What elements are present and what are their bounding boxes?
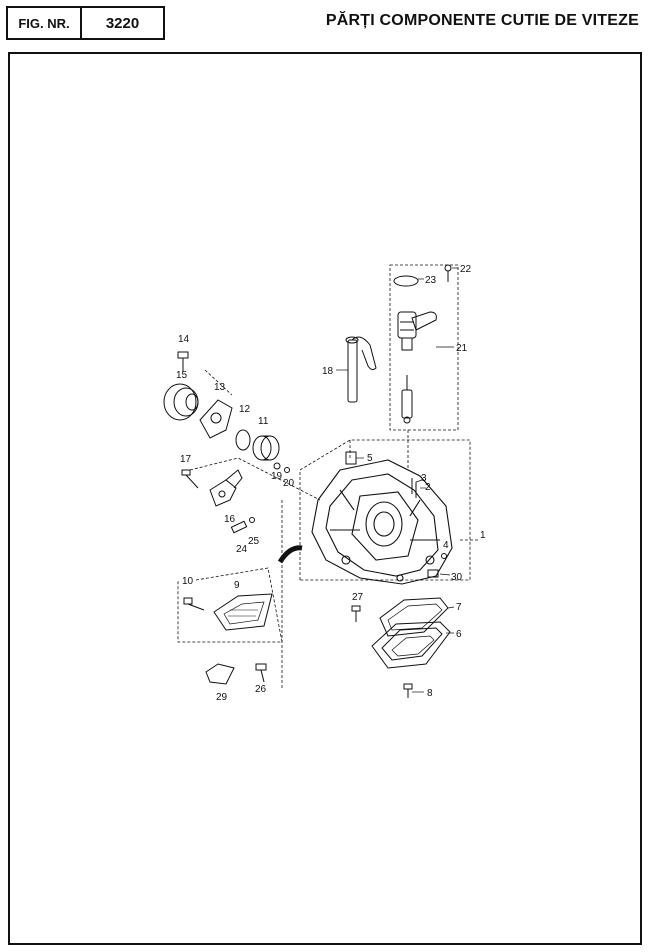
bolt-10: [183, 597, 205, 611]
washer-25: [249, 517, 255, 523]
selector-rod-18: [345, 336, 377, 403]
callout-9: 9: [234, 580, 240, 591]
callout-21: 21: [456, 343, 468, 354]
figure-number: 3220: [105, 14, 140, 32]
assembly-group-frames: [177, 264, 478, 690]
shift-shaft-21: [397, 311, 437, 424]
callout-29: 29: [216, 692, 228, 703]
seal-19: [273, 462, 281, 470]
flange-15: [163, 383, 199, 421]
o-ring-23: [393, 275, 419, 287]
callout-17: 17: [180, 454, 192, 465]
callout-14: 14: [178, 334, 190, 345]
callout-24: 24: [236, 544, 248, 555]
plug-30: [427, 569, 439, 578]
callout-4: 4: [443, 540, 449, 551]
bearing-11: [252, 435, 280, 461]
callout-5: 5: [367, 453, 373, 464]
callout-23: 23: [425, 275, 437, 286]
callout-10: 10: [182, 576, 194, 587]
housing-group-frame: [299, 439, 471, 581]
callout-6: 6: [456, 629, 462, 640]
bolt-27: [351, 605, 361, 622]
callout-labels: 22 23 21 14 18 15 13 12 11 5 17 19 20 3 …: [176, 264, 486, 703]
figure-label: FIG. NR.: [8, 8, 82, 38]
switch-24: [230, 520, 248, 534]
bolt-14: [177, 351, 189, 372]
callout-16: 16: [224, 514, 236, 525]
shift-shaft-group-frame: [389, 264, 459, 431]
callout-8: 8: [427, 688, 433, 699]
callout-25: 25: [248, 536, 260, 547]
leader-bolt-14: [204, 369, 233, 396]
diagram-frame: [8, 52, 642, 945]
callout-15: 15: [176, 370, 188, 381]
baffle-group-frame: [177, 567, 283, 643]
callout-26: 26: [255, 684, 267, 695]
ring-12: [235, 429, 251, 451]
gearbox-housing-1: [311, 459, 453, 585]
drain-bolt-8: [403, 683, 413, 698]
oil-pan-6: [371, 621, 451, 669]
callout-20: 20: [283, 478, 295, 489]
bolt-22: [444, 264, 452, 282]
callout-30: 30: [451, 572, 463, 583]
baffle-plate-9: [213, 593, 273, 631]
callout-11: 11: [258, 416, 269, 427]
plug-5: [345, 451, 357, 465]
assembly-arrow: [277, 545, 303, 564]
shift-fork-16: [209, 469, 243, 507]
cover-plate-29: [205, 663, 235, 685]
callout-7: 7: [456, 602, 462, 613]
callout-22: 22: [460, 264, 472, 275]
page-title: PĂRȚI COMPONENTE CUTIE DE VITEZE: [325, 12, 639, 29]
gasket-7-inner: [387, 603, 443, 631]
callout-3: 3: [421, 473, 427, 484]
bolt-26: [255, 663, 267, 683]
callout-leaders: [336, 267, 458, 693]
figure-number-box: FIG. NR. 3220: [6, 6, 165, 40]
callout-1: 1: [480, 530, 486, 541]
bolt-17: [181, 469, 199, 489]
callout-12: 12: [239, 404, 251, 415]
seal-20: [284, 467, 290, 473]
fork-group-frame: [189, 457, 321, 501]
callout-13: 13: [214, 382, 226, 393]
plug-4: [441, 553, 447, 559]
callout-27: 27: [352, 592, 364, 603]
callout-19: 19: [271, 471, 283, 482]
callout-2: 2: [425, 482, 431, 493]
callout-18: 18: [322, 366, 334, 377]
release-lever-13: [199, 399, 233, 439]
